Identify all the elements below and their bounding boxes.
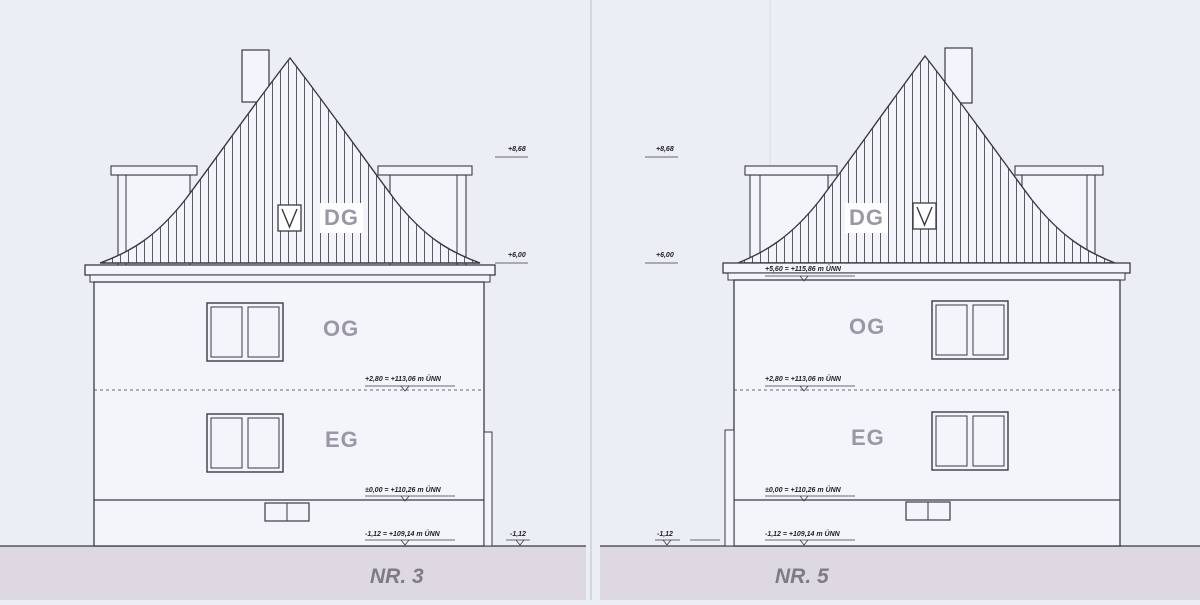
roof (99, 56, 481, 264)
elevation-cellar: -1,12 = +109,14 m ÜNN (365, 531, 440, 538)
elevation-attic-floor: +5,60 = +115,86 m ÜNN (765, 266, 841, 273)
window-og (931, 300, 1009, 360)
elevation-ground-floor: ±0,00 = +110,26 m ÜNN (365, 487, 441, 494)
elevation-upper-floor: +2,80 = +113,06 m ÜNN (765, 376, 841, 383)
annex (724, 429, 735, 547)
floor-label-og: OG (849, 314, 886, 339)
facade (93, 281, 485, 547)
window-og (206, 302, 284, 362)
house-nr3 (84, 49, 530, 547)
ground-band-left (0, 546, 586, 600)
house-nr5 (645, 47, 1131, 547)
elevation-terrain: -1,12 (657, 531, 673, 538)
elevation-ridge: +8,68 (508, 146, 526, 153)
elevation-ground-floor: ±0,00 = +110,26 m ÜNN (765, 487, 841, 494)
floor-label-dg: DG (320, 203, 363, 233)
window-eg (206, 413, 284, 473)
ground-band-right (600, 546, 1200, 600)
window-eg (931, 411, 1009, 471)
roof (737, 54, 1116, 264)
house-number-label: NR. 5 (775, 565, 829, 588)
elevation-eaves: +6,00 (508, 252, 526, 259)
elevation-upper-floor: +2,80 = +113,06 m ÜNN (365, 376, 441, 383)
house-number-label: NR. 3 (370, 565, 424, 588)
floor-label-eg: EG (851, 425, 885, 450)
floor-label-og: OG (323, 316, 360, 341)
elevation-ridge: +8,68 (656, 146, 674, 153)
elevation-cellar: -1,12 = +109,14 m ÜNN (765, 531, 840, 538)
floor-label-eg: EG (325, 427, 359, 452)
annex (483, 431, 493, 547)
floor-label-dg: DG (845, 203, 888, 233)
chimney (944, 47, 973, 104)
cornice (84, 264, 496, 276)
elevation-terrain: -1,12 (510, 531, 526, 538)
elevation-eaves: +6,00 (656, 252, 674, 259)
